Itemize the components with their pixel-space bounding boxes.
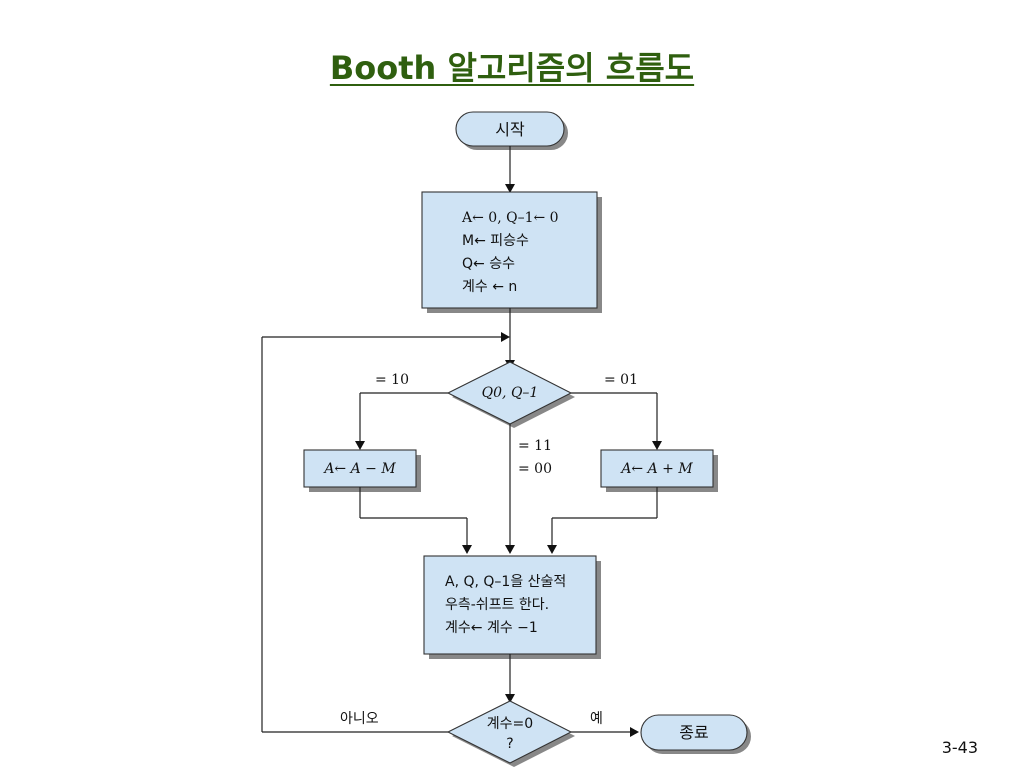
page-number: 3-43 [941,738,978,757]
init-line-4: 계수 ← n [462,279,517,295]
count-zero-decision: 계수=0 ? [446,700,575,767]
branch-11-label: = 11 [518,438,552,454]
shift-box: A, Q, Q–1을 산술적 우측-쉬프트 한다. 계수← 계수 −1 [423,555,601,659]
arrowhead-subtract [355,441,365,450]
bit-decision: Q0, Q–1 [446,361,575,428]
end-node: 종료 [640,714,751,754]
no-label: 아니오 [340,711,379,727]
subtract-label: A← A − M [322,461,396,477]
arrowhead-shift-decision [505,694,515,703]
branch-00-label: = 00 [518,461,552,477]
end-label: 종료 [679,723,708,742]
slide-title: Booth 알고리즘의 흐름도 [329,49,695,87]
init-line-2: M← 피승수 [462,233,529,249]
init-line-3: Q← 승수 [462,256,515,272]
subtract-box: A← A − M [303,449,421,492]
add-label: A← A + M [619,461,693,477]
arrowhead-add [652,441,662,450]
start-label: 시작 [495,120,525,139]
start-node: 시작 [455,111,568,150]
add-box: A← A + M [600,449,718,492]
arrowhead-start-init [505,184,515,193]
initialize-box: A← 0, Q–1← 0 M← 피승수 Q← 승수 계수 ← n [421,191,602,313]
shift-line-3: 계수← 계수 −1 [445,620,538,636]
arrowhead-subtract-shift [462,545,472,554]
branch-01-label: = 01 [604,372,638,388]
shift-line-2: 우측-쉬프트 한다. [445,597,549,613]
arrowhead-add-shift [547,545,557,554]
arrowhead-middle [505,545,515,554]
arrowhead-yes-end [630,727,639,737]
bit-decision-label: Q0, Q–1 [482,385,539,401]
count-decision-line-2: ? [506,736,513,752]
yes-label: 예 [590,711,603,727]
branch-10-label: = 10 [375,372,409,388]
shift-line-1: A, Q, Q–1을 산술적 [445,574,566,590]
count-decision-line-1: 계수=0 [487,716,533,732]
init-line-1: A← 0, Q–1← 0 [461,210,559,226]
arrowhead-loop-back [501,332,510,342]
